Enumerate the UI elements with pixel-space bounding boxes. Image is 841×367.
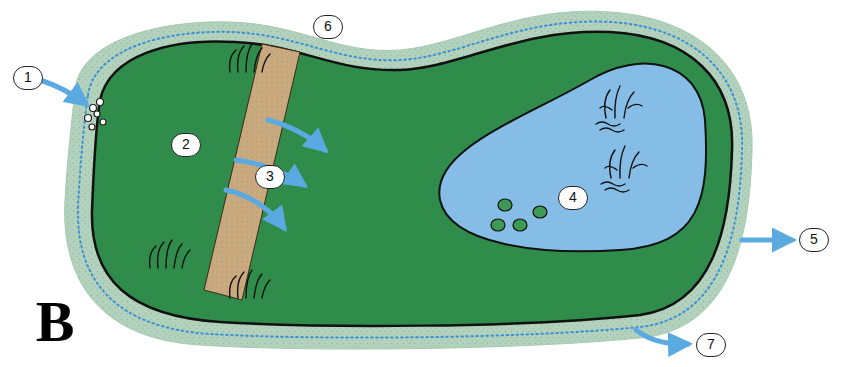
callout-number: 6 (313, 15, 343, 39)
figure-letter: B (36, 293, 75, 351)
callout-number: 5 (799, 228, 829, 252)
callout-number: 1 (13, 66, 43, 90)
callout-number: 3 (255, 165, 285, 189)
callout-number: 4 (558, 186, 588, 210)
callout-number: 7 (696, 333, 726, 357)
callout-number: 2 (171, 133, 201, 157)
